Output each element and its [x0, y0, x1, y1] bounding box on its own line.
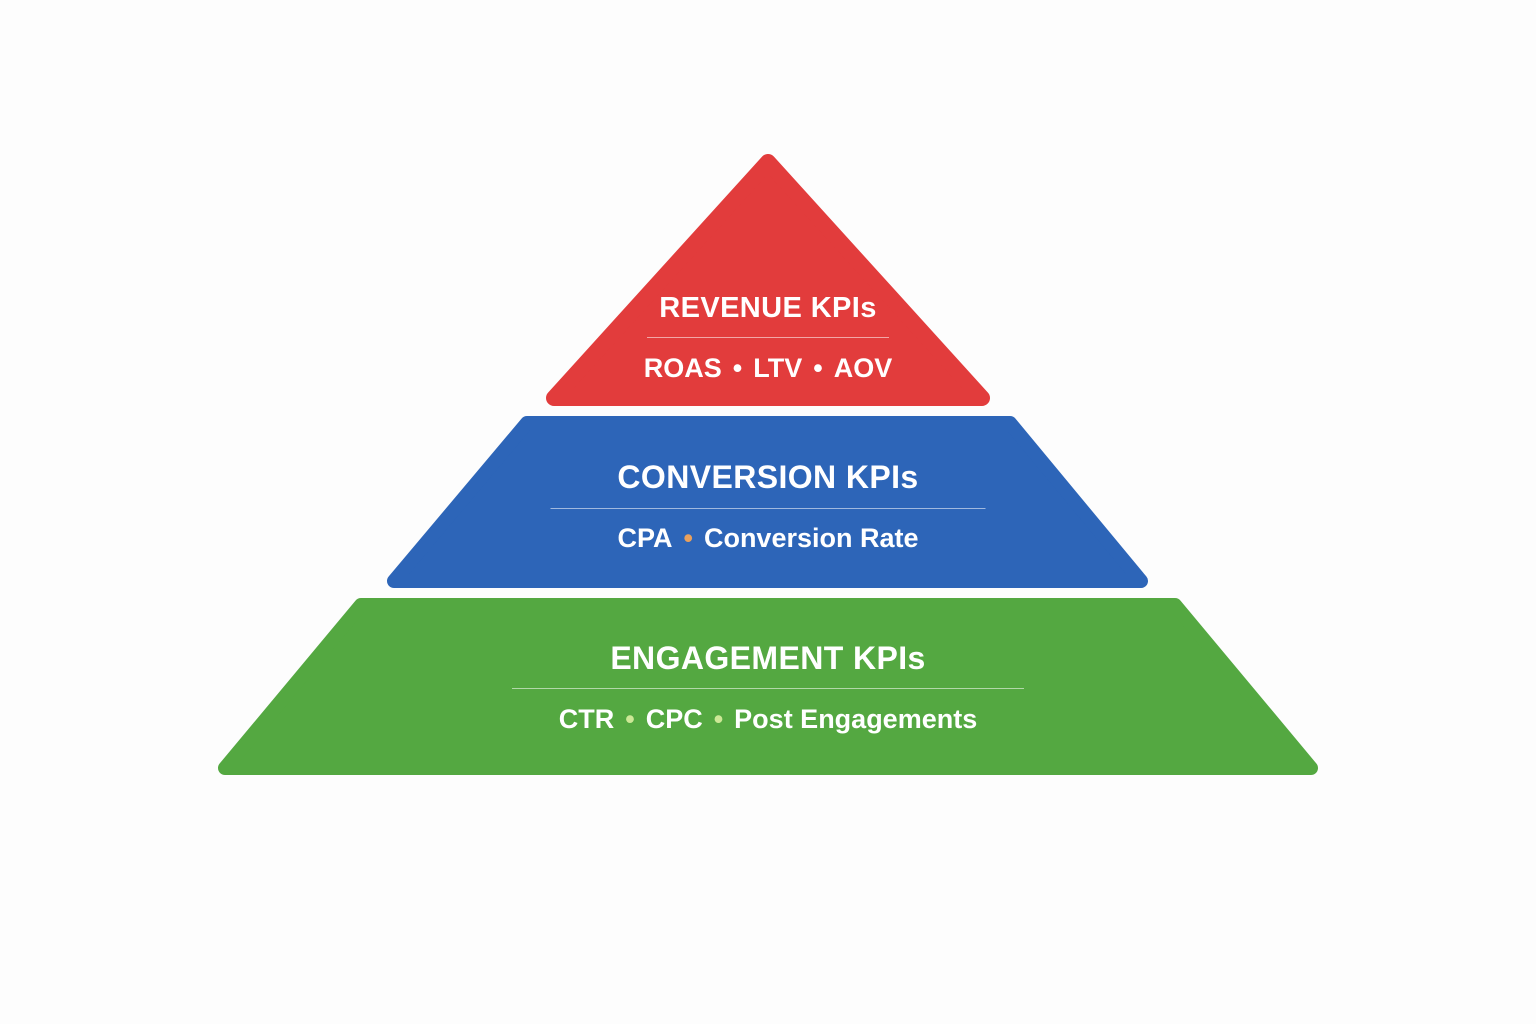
- bullet-separator: •: [813, 353, 823, 383]
- engagement-tier-items: CTR • CPC • Post Engagements: [0, 701, 1536, 737]
- revenue-tier-title: REVENUE KPIs: [659, 292, 877, 324]
- kpi-item: LTV: [753, 353, 803, 383]
- kpi-item: CPA: [617, 523, 673, 553]
- bullet-separator: •: [683, 523, 693, 553]
- bullet-separator: •: [732, 353, 743, 383]
- kpi-item: CTR: [558, 704, 615, 734]
- engagement-tier-title: ENGAGEMENT KPIs: [610, 640, 926, 676]
- kpi-item: Post Engagements: [734, 704, 978, 734]
- kpi-item: AOV: [833, 353, 893, 383]
- engagement-tier-divider: [512, 688, 1024, 689]
- bullet-separator: •: [713, 704, 724, 734]
- conversion-tier-divider: [550, 508, 986, 509]
- revenue-tier-shape: [546, 154, 990, 406]
- conversion-tier-title: CONVERSION KPIs: [617, 459, 919, 495]
- revenue-tier-divider: [647, 337, 889, 338]
- conversion-tier-shape: [387, 416, 1148, 588]
- bullet-separator: •: [625, 704, 635, 734]
- conversion-tier-items: CPA • Conversion Rate: [0, 520, 1536, 556]
- kpi-item: CPC: [645, 704, 703, 734]
- engagement-tier-shape: [218, 598, 1318, 775]
- kpi-item: ROAS: [643, 353, 722, 383]
- kpi-item: Conversion Rate: [703, 523, 919, 553]
- revenue-tier-items: ROAS • LTV • AOV: [0, 350, 1536, 386]
